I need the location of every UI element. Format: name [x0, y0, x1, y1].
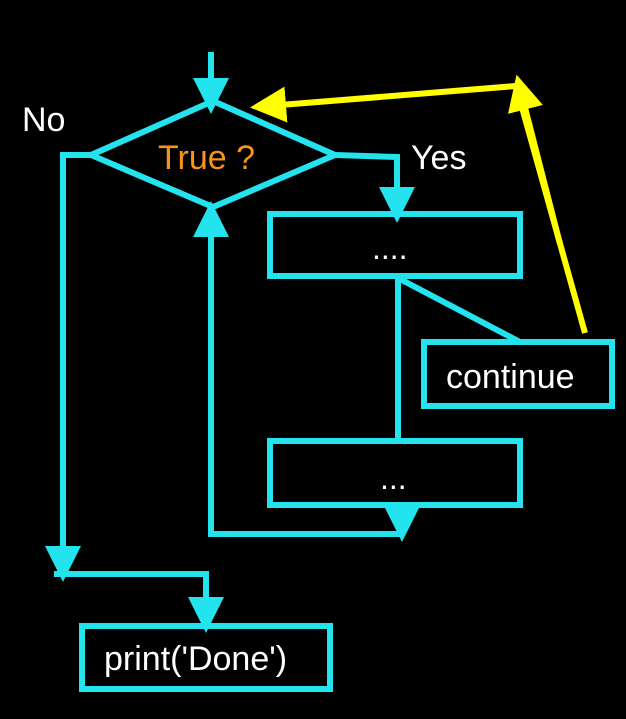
continue-label: continue	[446, 358, 575, 396]
continue-return-arrowhead-up	[508, 74, 563, 245]
yes-branch-arrow	[334, 152, 415, 223]
no-branch-label: No	[22, 101, 66, 139]
print-label: print('Done')	[104, 640, 288, 678]
exit-path-arrow	[54, 571, 224, 633]
body-first-label: ....	[372, 230, 408, 266]
no-branch-arrow	[45, 152, 91, 582]
decision-condition-label: True ?	[158, 139, 256, 177]
loop-back-arrow	[193, 201, 402, 537]
print-box	[79, 623, 333, 692]
body-box-second	[267, 438, 523, 508]
yes-branch-label: Yes	[411, 139, 467, 177]
body-second-label: ...	[380, 460, 407, 496]
continue-box	[421, 339, 615, 409]
continue-branch	[396, 275, 522, 345]
